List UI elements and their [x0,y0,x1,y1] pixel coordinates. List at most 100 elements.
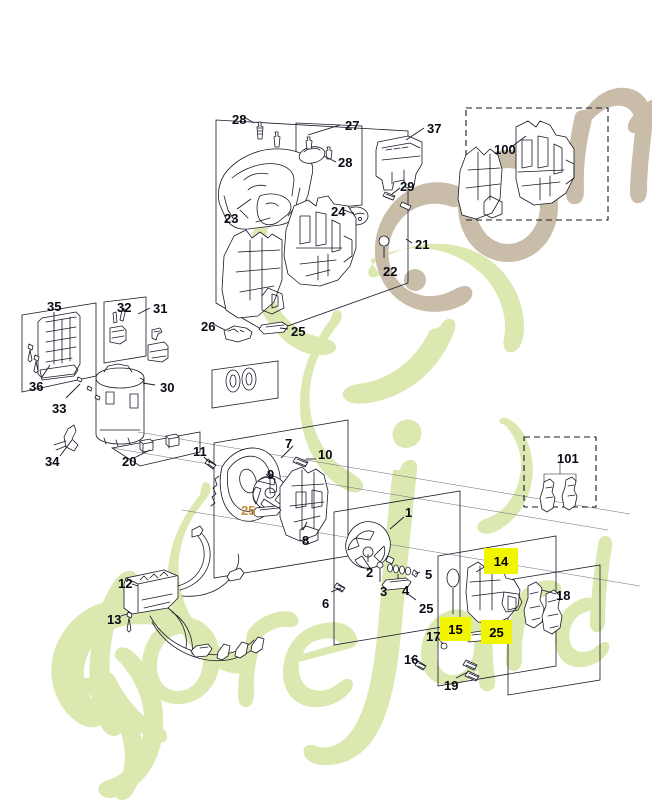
part-19-screw-a [462,659,478,671]
callout-2: 2 [366,565,374,580]
part-36-screw-b [33,354,40,362]
housing-assembly-group [212,116,425,343]
callout-29: 29 [400,179,415,194]
highlighted-callout-25[interactable]: 25 [481,620,512,644]
part-13-screw [126,611,133,619]
callout-28: 28 [338,155,353,170]
variant-100-group [457,107,609,221]
part-9-flywheel-fan [252,475,288,511]
part-25-housing [221,229,285,319]
part-20-mount-b [165,433,180,448]
callout-22: 22 [383,264,398,279]
part-25-seal-band [251,505,282,518]
callout-31: 31 [153,301,168,316]
part-100-housing-right [515,120,575,206]
callout-30: 30 [160,380,175,395]
part-33-screw-b [86,385,93,392]
part-5-clip [411,569,419,578]
engine-band-group [110,360,641,696]
callout-34: 34 [45,454,60,469]
callout-11: 11 [193,444,207,459]
part-25-seal-right [381,577,412,591]
callout-32: 32 [117,300,132,315]
spark-plug-boot [190,643,213,658]
part-3-pin [376,561,384,569]
callout-21: 21 [415,237,430,252]
callout-20: 20 [122,454,137,469]
part-28-screw [305,136,313,150]
part-101-clamp-a [539,478,556,513]
callout-23: 23 [224,211,239,226]
part-101-clamp-b [561,476,578,511]
highlighted-callout-15[interactable]: 15 [440,617,471,641]
left-side-group [21,296,169,457]
part-19-screw-b [464,670,480,682]
part-10-screw [292,456,309,468]
callout-101: 101 [557,451,579,466]
callout-4: 4 [402,583,410,598]
callout-8: 8 [302,533,310,548]
callout-25: 25 [419,601,434,616]
highlighted-callout-14[interactable]: 14 [484,548,518,574]
part-16-screw [414,660,427,671]
part-15-gasket [446,568,460,588]
callout-6: 6 [322,596,330,611]
part-11-screw [204,458,217,470]
part-35-grid-panel [37,311,81,381]
callout-100: 100 [494,142,516,157]
part-29-screw-b [399,201,412,211]
callout-5: 5 [425,567,433,582]
part-24-crankcase [283,195,357,287]
callout-17: 17 [426,629,441,644]
callout-12: 12 [118,576,133,591]
part-25-seal [258,321,289,335]
callout-1: 1 [405,505,413,520]
callout-26: 26 [201,319,216,334]
part-8-crankcase [279,466,329,545]
part-32-clip [109,325,127,345]
callout-18: 18 [556,588,571,603]
part-34-spring-clip [53,424,79,452]
part-26-bracket [223,325,253,343]
part-6-screw [333,582,346,593]
callout-25-tinted: 25 [241,503,256,518]
part-32-pin-b [119,309,126,322]
part-33-screw-c [94,394,101,401]
callout-19: 19 [444,678,459,693]
part-28-grommet [298,146,326,164]
part-33-screw [76,376,83,383]
part-22-ring [378,235,390,247]
callout-25: 25 [291,324,306,339]
part-37-switch [375,135,423,191]
part-20-mount-a [139,438,154,453]
callout-37: 37 [427,121,442,136]
part-30-tank [95,363,145,447]
callout-7: 7 [285,436,293,451]
callout-36: 36 [29,379,44,394]
callout-3: 3 [380,584,388,599]
part-12-ignition-module [123,569,179,615]
part-100-housing-left [457,146,503,220]
part-36-screw-a [27,343,34,351]
callout-33: 33 [52,401,67,416]
callout-9: 9 [267,467,275,482]
wiring-harness-group [120,525,265,662]
callout-13: 13 [107,612,122,627]
part-31-bracket [147,341,169,363]
callout-10: 10 [318,447,333,462]
part-4-rings [387,563,411,576]
callout-35: 35 [47,299,62,314]
spacer-rings [225,367,257,393]
callout-27: 27 [345,118,360,133]
callout-16: 16 [404,652,419,667]
part-2-crankshaft-assembly [345,521,395,569]
part-14-cylinder [465,561,523,625]
part-32-pin [112,311,118,324]
part-31-clip [151,327,163,341]
variant-101-group [523,436,597,513]
part-18-brackets [523,581,563,635]
callout-28: 28 [232,112,247,127]
part-17-pin [440,642,448,650]
